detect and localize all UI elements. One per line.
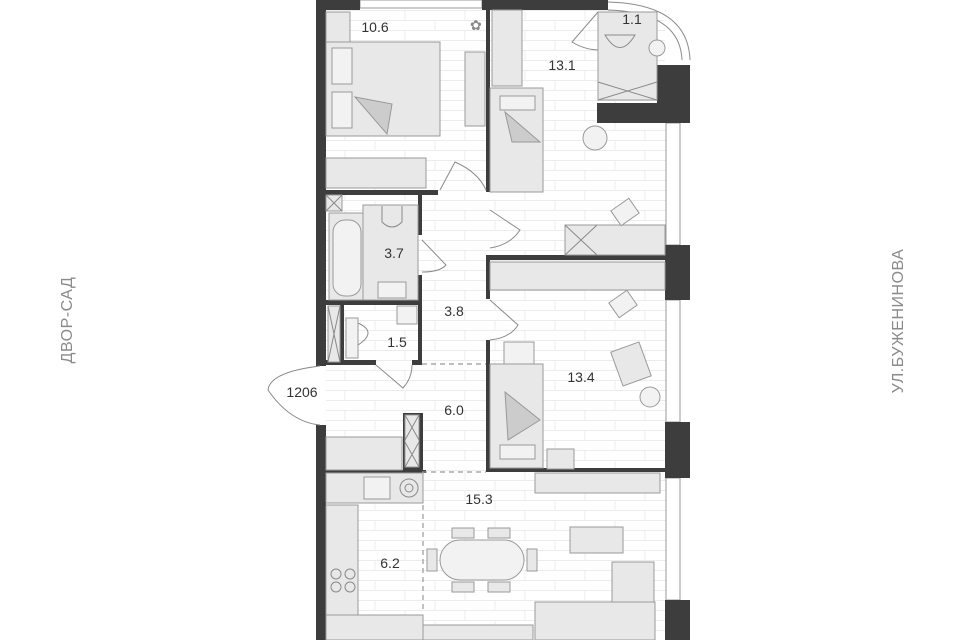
plant-icon: ✿	[470, 17, 482, 33]
area-label-bedroom-corner: 13.1	[548, 57, 575, 73]
bathroom-fixtures	[325, 194, 420, 471]
kitchen-furniture	[325, 472, 661, 640]
side-label-courtyard: ДВОР-САД	[59, 277, 76, 364]
entrance-number: 1206	[286, 384, 317, 400]
area-label-bedroom-middle: 13.4	[567, 369, 594, 385]
area-label-wc: 1.5	[387, 334, 407, 350]
room-dividers	[422, 363, 486, 610]
area-label-balcony: 1.1	[622, 11, 642, 27]
area-label-corridor: 3.8	[444, 303, 464, 319]
area-label-bathroom: 3.7	[384, 245, 404, 261]
side-label-street: УЛ.БУЖЕНИНОВА	[890, 249, 907, 394]
area-label-living-room: 15.3	[465, 491, 492, 507]
area-label-bedroom-small: 10.6	[361, 19, 388, 35]
walls	[316, 0, 690, 640]
room-area-labels: 10.6 13.1 1.1 3.7 3.8 1.5 1206 6.0 13.4 …	[286, 11, 642, 571]
doors	[267, 11, 601, 426]
area-label-hall: 6.0	[444, 402, 464, 418]
area-label-kitchen: 6.2	[380, 555, 400, 571]
bedroom-furniture: ✿	[325, 9, 666, 470]
